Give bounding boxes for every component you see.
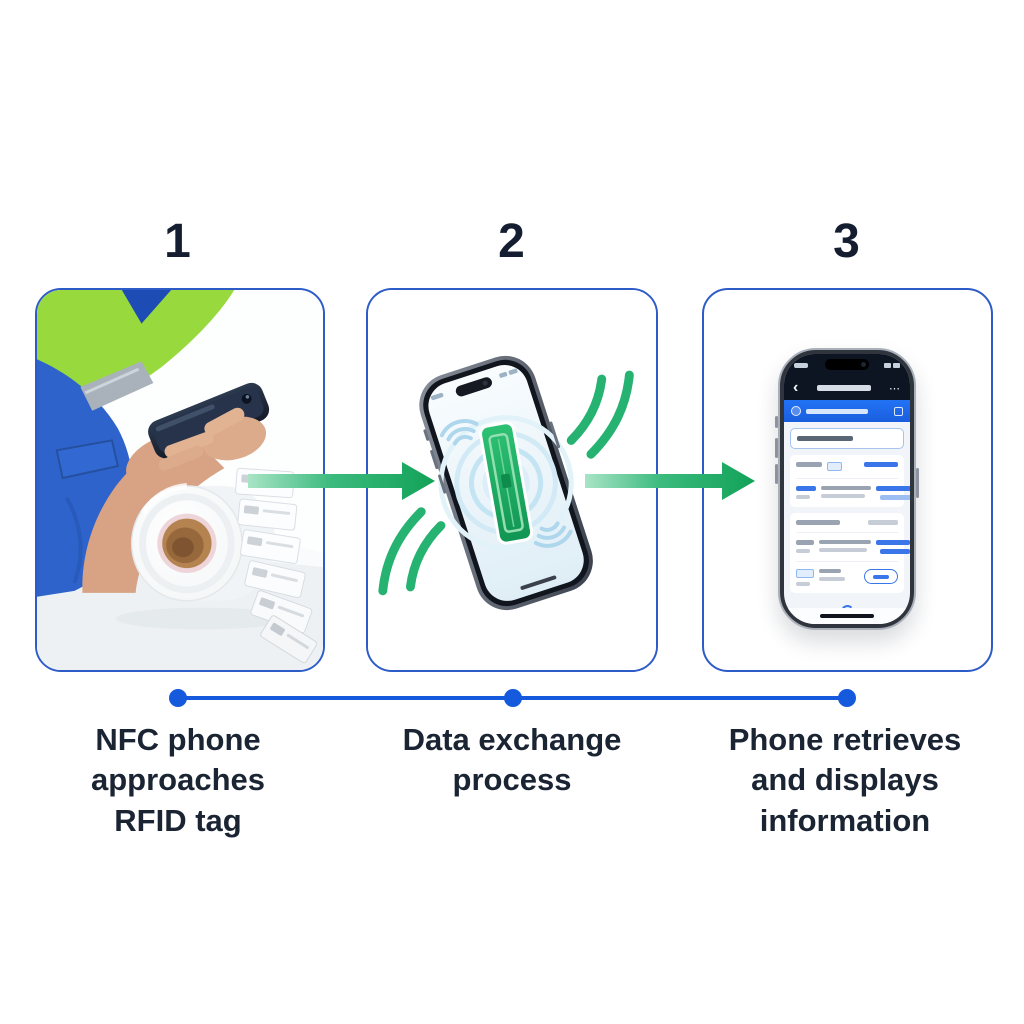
- detail-column: [819, 540, 871, 552]
- detail-button: [864, 569, 898, 584]
- search-field: [790, 428, 904, 449]
- banner-badge-icon: [791, 406, 801, 416]
- step-panel-3: ‹ ⋯: [702, 288, 993, 672]
- step-panel-2: [366, 288, 658, 672]
- app-content: [784, 422, 910, 618]
- detail-column: [821, 486, 871, 498]
- field-row: [796, 533, 910, 561]
- step-caption-1: NFC phone approaches RFID tag: [90, 722, 265, 838]
- link-column: [876, 486, 910, 500]
- detail-column: [819, 569, 845, 581]
- more-menu-icon: ⋯: [888, 382, 901, 395]
- section-header-row: [796, 513, 898, 532]
- label-column: [796, 486, 816, 499]
- app-screen: ‹ ⋯: [784, 354, 910, 624]
- camera-notch: [825, 359, 869, 370]
- divider: [796, 561, 898, 562]
- divider: [796, 532, 898, 533]
- banner-message-icon: [894, 406, 903, 416]
- info-banner: [784, 400, 910, 422]
- status-icons: [884, 362, 900, 368]
- app-title-skeleton: [816, 385, 871, 391]
- rfid-label-roll: [115, 482, 290, 630]
- step-caption-3: Phone retrieves and displays information: [728, 722, 962, 838]
- battery-icon: [893, 362, 900, 368]
- rfid-tag-icon: [479, 421, 534, 545]
- home-indicator: [520, 575, 557, 590]
- status-time-skeleton: [794, 362, 808, 368]
- record-card-1: [790, 455, 910, 507]
- signal-waves-top-right-icon: [566, 370, 634, 459]
- back-icon: ‹: [793, 379, 799, 396]
- timeline-dot-2: [504, 689, 522, 707]
- field-row: [796, 479, 910, 507]
- step-panel-1: [35, 288, 325, 672]
- nfc-exchange-illustration: [368, 290, 656, 670]
- record-card-2: [790, 513, 910, 593]
- app-nav-bar: ‹ ⋯: [784, 376, 910, 400]
- step-number-2: 2: [498, 215, 526, 268]
- home-area: [784, 608, 910, 624]
- power-button: [916, 468, 919, 498]
- dynamic-island: [455, 377, 492, 397]
- field-row: [796, 455, 898, 478]
- step-caption-2: Data exchange process: [402, 722, 622, 798]
- nfc-phone: [419, 355, 593, 611]
- status-bar: [784, 354, 910, 376]
- home-indicator: [820, 614, 874, 618]
- side-buttons: [423, 421, 561, 494]
- label-column: [796, 569, 814, 586]
- signal-icon: [884, 362, 891, 368]
- search-text-skeleton: [797, 436, 853, 441]
- worker-arm: [37, 290, 235, 597]
- phone-in-hand-icon: [148, 382, 270, 459]
- signal-waves-bottom-left-icon: [378, 507, 446, 596]
- volume-button: [775, 438, 778, 458]
- divider: [796, 478, 898, 479]
- gripping-fingers: [158, 407, 267, 471]
- timeline-dot-3: [838, 689, 856, 707]
- screen-wave-bottom-icon: [533, 521, 573, 548]
- field-label-skeleton: [796, 462, 822, 467]
- link-column: [876, 540, 910, 554]
- volume-button: [775, 464, 778, 484]
- volume-button: [775, 416, 778, 428]
- camera-icon: [861, 362, 866, 367]
- field-row: [796, 562, 898, 593]
- label-column: [796, 540, 814, 553]
- value-link-skeleton: [864, 462, 898, 467]
- screen-wave-top-icon: [439, 419, 479, 446]
- tag-badge: [796, 569, 814, 578]
- step-number-3: 3: [833, 215, 861, 268]
- worker-scanning-photo: [37, 290, 323, 670]
- status-glyphs: [430, 368, 518, 401]
- step-number-1: 1: [164, 215, 192, 268]
- result-phone: ‹ ⋯: [775, 348, 919, 630]
- banner-text-skeleton: [806, 408, 868, 414]
- timeline-dot-1: [169, 689, 187, 707]
- tag-badge: [827, 462, 842, 471]
